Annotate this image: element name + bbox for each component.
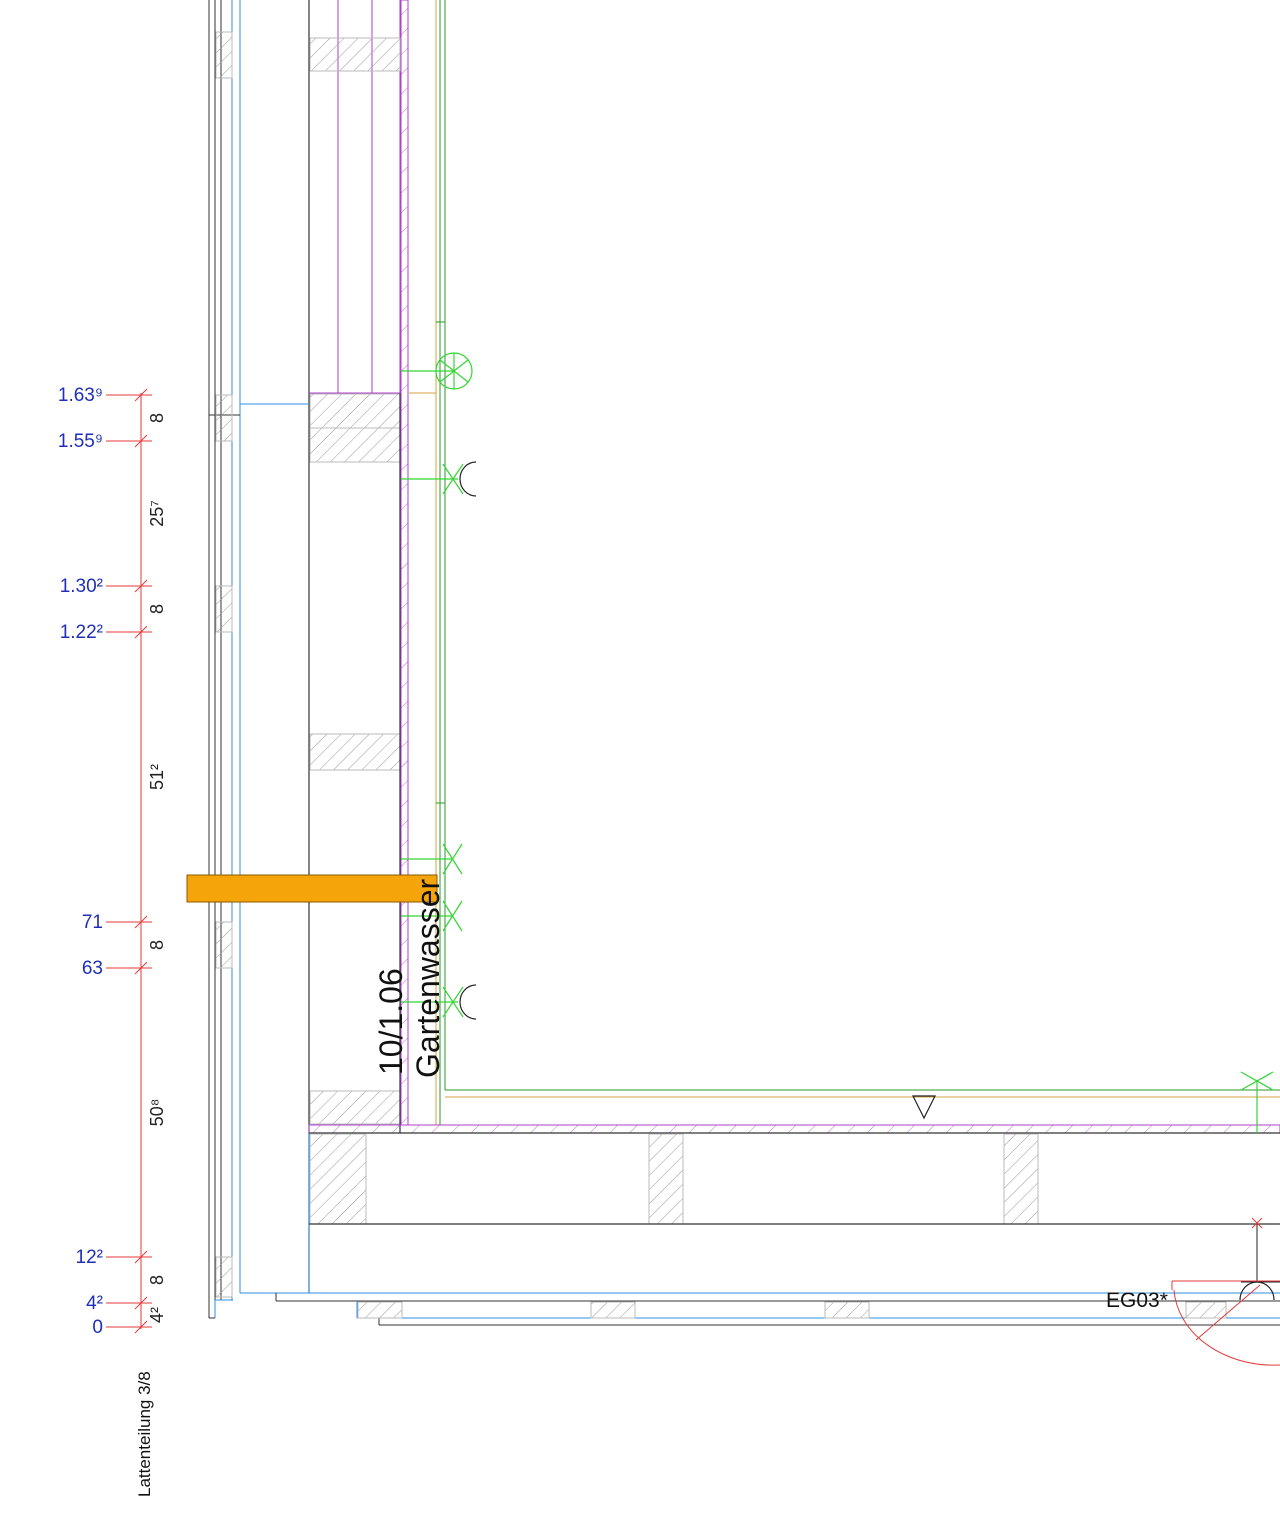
level-label: 1.30² — [60, 576, 103, 597]
segment-label: 8 — [147, 1275, 167, 1285]
level-label: 1.63⁹ — [58, 385, 103, 406]
room-name: Gartenwasser — [410, 878, 446, 1078]
level-label: 1.22² — [60, 622, 103, 643]
valve-fixture-symbol-1 — [401, 843, 463, 875]
segment-label: 4² — [147, 1307, 167, 1323]
valve-fixture-symbol-2 — [401, 900, 463, 932]
fixtures — [401, 352, 1274, 1133]
switch-fixture-symbol-2 — [401, 986, 464, 1018]
segment-label: 50⁸ — [147, 1099, 167, 1127]
segment-label: 8 — [147, 413, 167, 423]
door-swing — [1171, 1217, 1280, 1366]
segment-label: 8 — [147, 940, 167, 950]
wall-section — [240, 0, 446, 1293]
dimension-tick — [134, 579, 148, 593]
level-label: 1.55⁹ — [58, 431, 103, 452]
segment-label: 51² — [147, 764, 167, 790]
dimension-tick — [134, 434, 148, 448]
facade-strips — [208, 0, 241, 1319]
lamp-arc-2 — [459, 984, 477, 1020]
lamp-arc-1 — [459, 461, 477, 497]
level-label: 71 — [82, 912, 103, 933]
level-marker-triangle — [912, 1095, 936, 1120]
level-label: 12² — [76, 1247, 103, 1268]
floor-fixture-symbol — [1240, 1071, 1274, 1133]
switch-fixture-symbol — [401, 463, 464, 495]
dimension-chain: 1.63⁹ 1.55⁹ 1.30² 1.22² 71 63 12² 4² 0 8 25⁷ 8 51² 8… — [58, 385, 167, 1338]
level-label: 4² — [86, 1293, 103, 1314]
dimension-tick — [134, 1250, 148, 1264]
socket-fixture-symbol — [401, 352, 473, 390]
dimension-tick — [134, 625, 148, 639]
floor-slab — [240, 1089, 1280, 1326]
level-label: 63 — [82, 958, 103, 979]
highlight-bar — [186, 874, 438, 903]
dimension-tick — [134, 1320, 148, 1334]
segment-label: 25⁷ — [147, 500, 167, 527]
room-number: 10/1.06 — [373, 968, 409, 1075]
dimension-tick — [134, 1296, 148, 1310]
dimension-tick — [134, 388, 148, 402]
dimension-tick — [134, 961, 148, 975]
batten-spacing-caption: Lattenteilung 3/8 — [135, 1371, 154, 1497]
segment-label: 8 — [147, 604, 167, 614]
dimension-tick — [134, 915, 148, 929]
element-tag: EG03* — [1106, 1289, 1168, 1312]
level-label: 0 — [92, 1317, 103, 1338]
